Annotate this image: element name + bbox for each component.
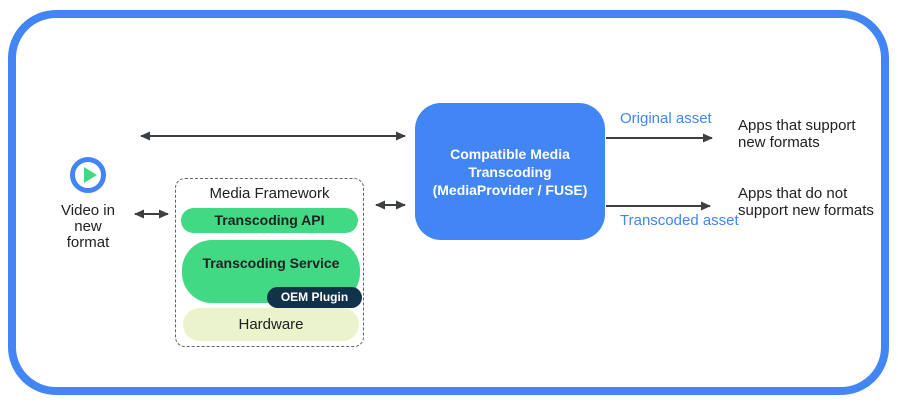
oem-plugin-pill: OEM Plugin	[267, 287, 362, 308]
transcoding-box-title: Compatible Media Transcoding	[450, 145, 570, 180]
compatible-media-transcoding-box: Compatible Media Transcoding (MediaProvi…	[415, 103, 605, 240]
apps-support-label: Apps that support new formats	[738, 117, 856, 151]
diagram-border-frame	[8, 10, 889, 395]
play-icon	[70, 157, 106, 193]
apps-no-support-label: Apps that do not support new formats	[738, 185, 874, 219]
transcoded-asset-label: Transcoded asset	[620, 212, 739, 229]
transcoding-api-pill: Transcoding API	[181, 208, 358, 233]
media-framework-title: Media Framework	[209, 185, 330, 202]
hardware-pill: Hardware	[183, 308, 359, 341]
original-asset-label: Original asset	[620, 110, 712, 127]
transcoding-box-subtitle: (MediaProvider / FUSE)	[432, 181, 588, 198]
source-video-label: Video in new format	[61, 202, 115, 251]
play-triangle-glyph	[84, 167, 97, 183]
